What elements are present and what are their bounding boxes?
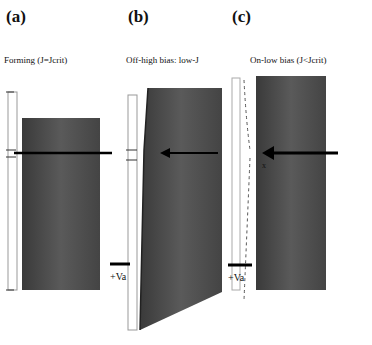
panel-b (110, 88, 222, 330)
bias-label: +Va (110, 272, 126, 282)
bias-label: +Va (228, 273, 244, 283)
panel-title: Forming (J=Jcrit) (4, 56, 67, 65)
panel-letter: (c) (232, 8, 251, 25)
panel-a (6, 92, 112, 290)
position-mark: x (262, 162, 266, 170)
panel-letter: (b) (128, 8, 149, 25)
panel-letter: (a) (6, 8, 26, 25)
panel-c (228, 76, 338, 300)
panel-title: Off-high bias: low-J (126, 56, 199, 65)
panel-title: On-low bias (J<Jcrit) (250, 56, 327, 65)
